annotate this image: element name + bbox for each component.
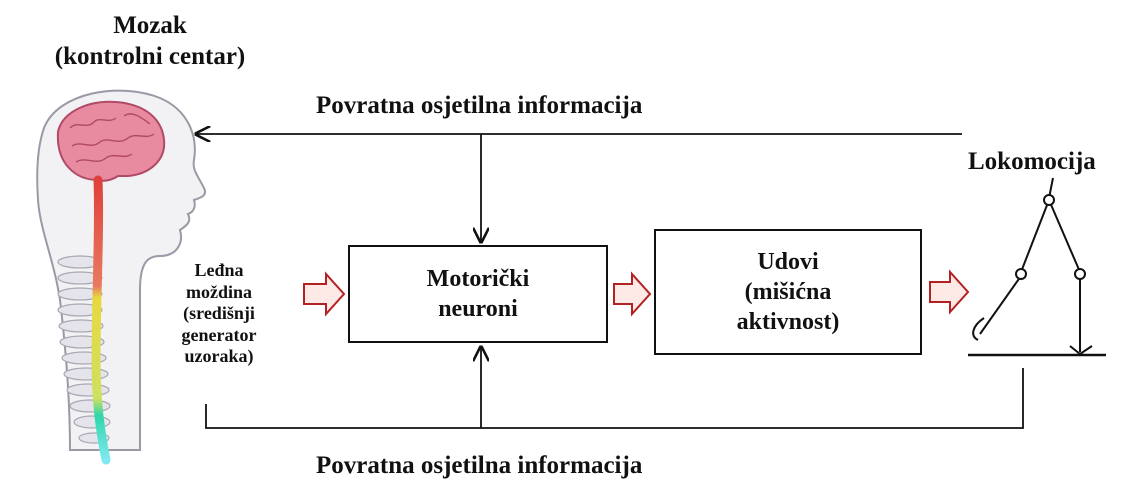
spinal-cord-icon <box>91 175 111 465</box>
spinal-cord-line5: uzoraka) <box>184 346 254 367</box>
brain-title-line1: Mozak <box>113 12 187 39</box>
stick-leg-figure-icon <box>968 177 1106 357</box>
locomotion-label: Lokomocija <box>968 148 1096 175</box>
spinal-cord-line4: generator <box>181 324 257 345</box>
limbs-box: Udovi (mišićna aktivnost) <box>654 229 922 355</box>
flow-arrow-spinal-to-motor <box>303 271 346 317</box>
bottom-feedback-line <box>205 368 1024 429</box>
brain-title-label: Mozak (kontrolni centar) <box>0 10 300 73</box>
brain-title-line2: (kontrolni centar) <box>54 43 246 71</box>
limbs-line3: aktivnost) <box>736 309 840 335</box>
bottom-feedback-label: Povratna osjetilna informacija <box>316 452 643 479</box>
limbs-line2: (mišićna <box>744 279 832 305</box>
limbs-label: Udovi (mišićna aktivnost) <box>737 247 840 337</box>
brain-icon <box>56 100 166 182</box>
spinal-cord-line1: Leđna <box>194 260 244 280</box>
spinal-cord-label: Leđna moždina (središnji generator uzora… <box>166 260 272 368</box>
motor-neurons-box: Motorički neuroni <box>348 245 608 343</box>
human-head-spine-illustration <box>36 89 206 465</box>
brain-folds <box>69 113 155 163</box>
flow-arrow-motor-to-limbs <box>613 271 652 317</box>
motor-neurons-line2: neuroni <box>438 296 518 322</box>
spinal-cord-line2: moždina <box>185 281 252 302</box>
limbs-line1: Udovi <box>757 249 819 275</box>
top-feedback-label: Povratna osjetilna informacija <box>316 92 643 119</box>
motor-neurons-label: Motorički neuroni <box>427 264 530 324</box>
motor-neurons-line1: Motorički <box>426 266 530 292</box>
flow-arrow-limbs-to-locomotion <box>929 269 970 315</box>
spinal-cord-line3: (središnji <box>183 303 255 324</box>
